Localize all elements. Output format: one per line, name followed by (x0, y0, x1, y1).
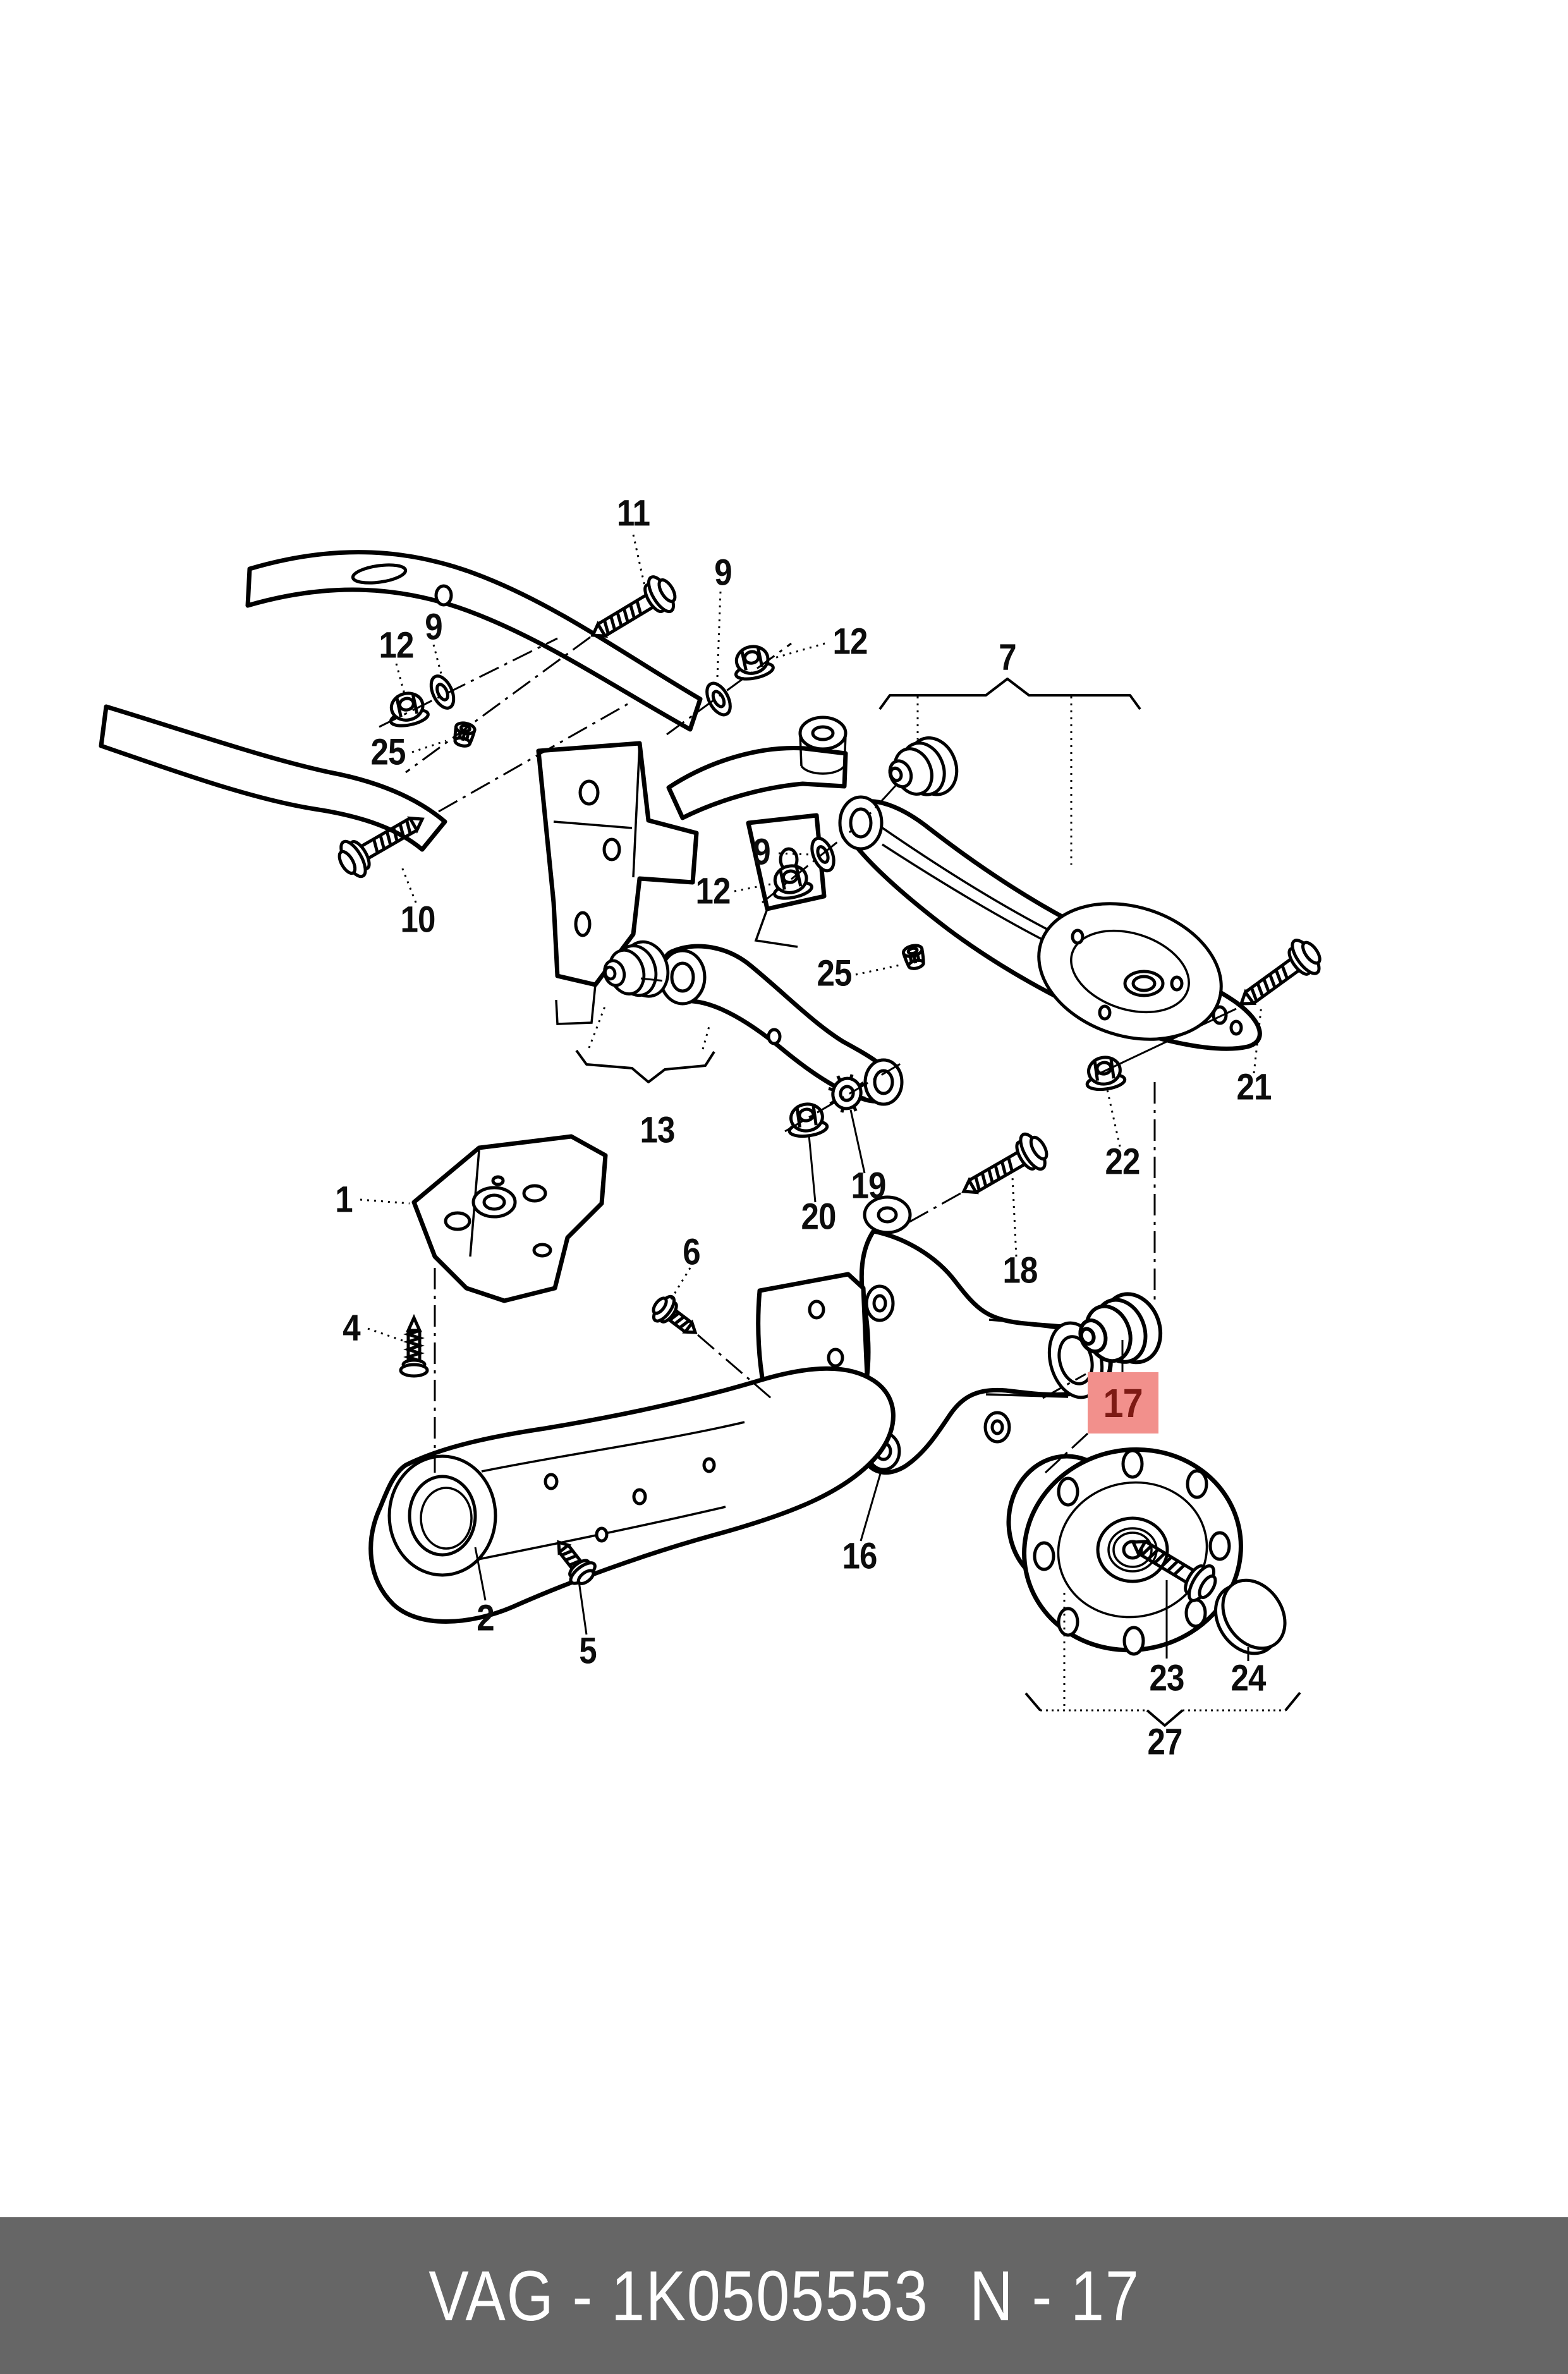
wheel-hub-unit (1006, 1447, 1287, 1656)
nut-12-top (731, 643, 774, 681)
trailing-arm (368, 1272, 896, 1624)
leader-lines (360, 534, 1263, 1707)
callout-16[interactable]: 16 (842, 1535, 877, 1577)
assembly-axes (379, 636, 1237, 1474)
nut-20 (786, 1102, 828, 1138)
screw-4 (401, 1318, 427, 1376)
bushing-7 (882, 731, 965, 809)
group-braces (575, 678, 1301, 1727)
brace-13 (575, 1049, 715, 1083)
callout-1[interactable]: 1 (335, 1179, 353, 1220)
footer-catalog-code: VAG - 1K0505553 (428, 2256, 929, 2335)
brace-27-apex (1146, 1709, 1184, 1727)
wheel-bearing-housing (856, 1195, 1113, 1475)
upper-arm (658, 944, 904, 1106)
callout-11[interactable]: 11 (616, 492, 650, 534)
callout-7[interactable]: 7 (999, 636, 1016, 678)
callout-19[interactable]: 19 (851, 1165, 886, 1207)
callout-12-top[interactable]: 12 (832, 621, 868, 662)
callout-12-mid[interactable]: 12 (695, 870, 731, 912)
callout-12-left[interactable]: 12 (379, 624, 414, 666)
footer-bar: VAG - 1K0505553 N - 17 (0, 2217, 1568, 2374)
callout-9-top[interactable]: 9 (714, 552, 732, 594)
brace-7 (878, 678, 1141, 710)
callout-9-left[interactable]: 9 (425, 606, 442, 648)
callout-18[interactable]: 18 (1002, 1250, 1038, 1291)
callout-4[interactable]: 4 (343, 1307, 360, 1349)
callout-17-highlighted[interactable]: 17 (1088, 1372, 1158, 1434)
lower-control-arm (838, 795, 1262, 1051)
bolt-6 (648, 1291, 704, 1344)
callout-10[interactable]: 10 (400, 899, 435, 940)
callout-25-mid[interactable]: 25 (817, 953, 852, 994)
callout-2[interactable]: 2 (477, 1597, 494, 1639)
callout-6[interactable]: 6 (683, 1231, 700, 1273)
callout-5[interactable]: 5 (579, 1630, 597, 1672)
callout-25-left[interactable]: 25 (370, 731, 406, 773)
callout-9-mid[interactable]: 9 (753, 831, 770, 873)
nut-12-left (386, 690, 429, 728)
callout-24[interactable]: 24 (1231, 1657, 1266, 1699)
mount-bracket (411, 1134, 608, 1303)
callout-21[interactable]: 21 (1236, 1066, 1272, 1108)
hub-cap (1213, 1578, 1287, 1655)
callout-27[interactable]: 27 (1147, 1721, 1182, 1763)
washer-9-top (702, 679, 735, 719)
callout-23[interactable]: 23 (1149, 1657, 1184, 1699)
brace-27-right-end (1284, 1691, 1301, 1712)
footer-page-ref: N - 17 (969, 2256, 1140, 2335)
bolt-18 (954, 1128, 1054, 1208)
callout-22[interactable]: 22 (1105, 1141, 1140, 1183)
subframe (99, 550, 848, 1025)
callout-13[interactable]: 13 (640, 1109, 675, 1151)
nut-22 (1084, 1055, 1126, 1092)
callout-17-number: 17 (1103, 1380, 1143, 1426)
brace-27-left-end (1024, 1692, 1042, 1712)
callout-20[interactable]: 20 (801, 1196, 836, 1238)
rivnut-25-mid (903, 944, 927, 970)
washer-9-left (427, 673, 458, 712)
